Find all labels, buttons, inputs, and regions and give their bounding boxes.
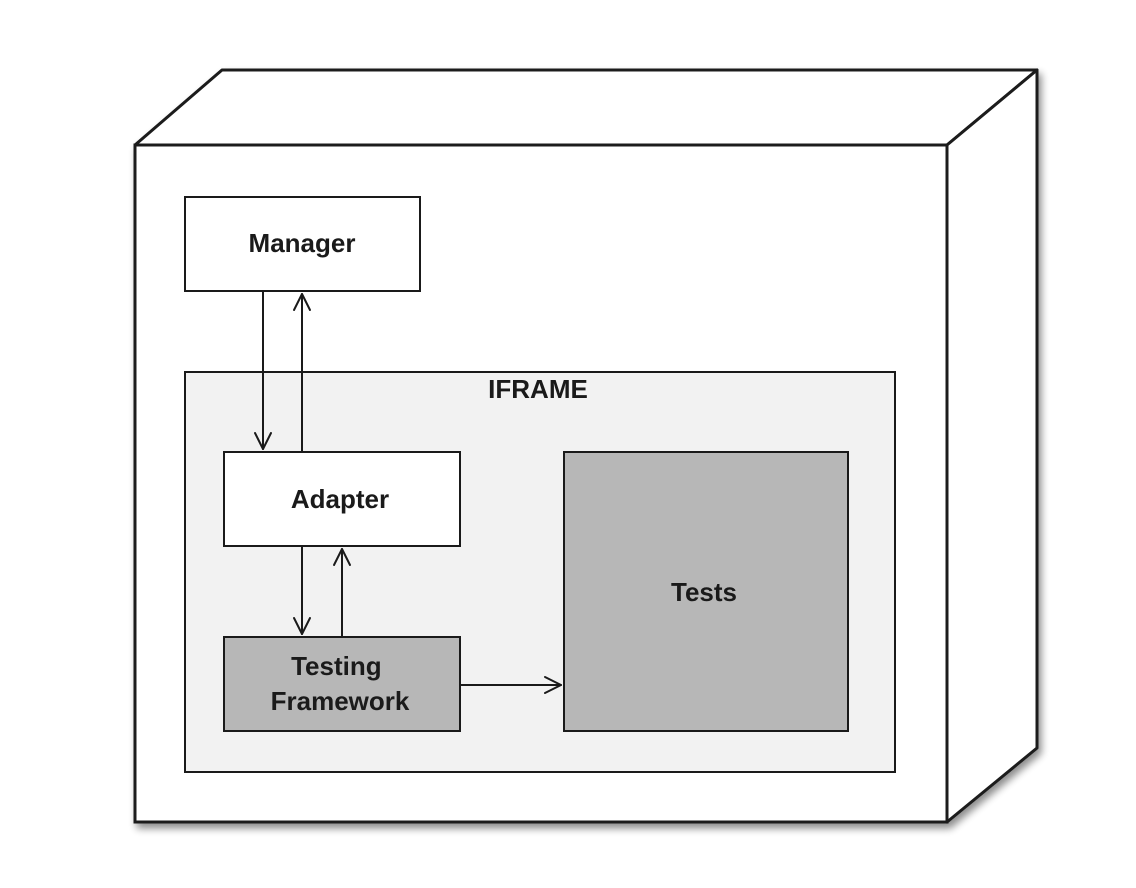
- arrow-manager-to-adapter: [254, 290, 272, 450]
- iframe-label: IFRAME: [488, 374, 588, 404]
- testing-framework-label-line-1: Testing: [291, 651, 382, 681]
- arrow-adapter-to-manager: [293, 293, 311, 453]
- device-node-top-face: [133, 68, 1039, 147]
- tests-box: [563, 451, 849, 732]
- testing-framework-box: [223, 636, 461, 732]
- arrow-testing-framework-to-adapter: [333, 548, 351, 638]
- testing-framework-label: Testing Framework: [271, 651, 410, 716]
- testing-framework-label-line-2: Framework: [271, 686, 410, 716]
- tests-label: Tests: [671, 577, 737, 607]
- arrow-testing-framework-to-tests: [459, 676, 562, 694]
- manager-box: [184, 196, 421, 292]
- adapter-label: Adapter: [291, 484, 389, 514]
- adapter-box: [223, 451, 461, 547]
- manager-label: Manager: [249, 228, 356, 258]
- device-node-side-face: [945, 68, 1039, 824]
- arrow-adapter-to-testing-framework: [293, 545, 311, 635]
